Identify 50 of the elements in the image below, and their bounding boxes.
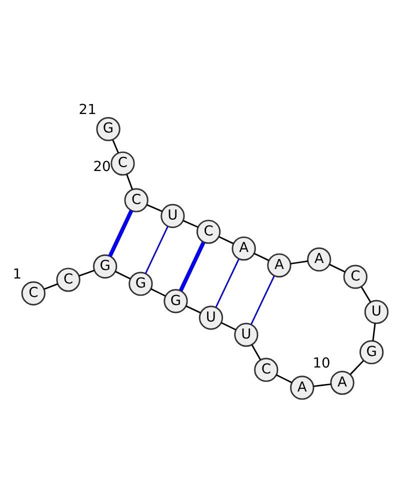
connector (215, 258, 240, 308)
connector (250, 275, 275, 324)
node-circle: C (21, 280, 46, 305)
node-circle: U (234, 322, 258, 346)
connector (115, 270, 130, 279)
connector (78, 269, 94, 276)
node-circle: A (330, 370, 354, 394)
node-label: 10 (312, 355, 330, 372)
connector (372, 322, 376, 340)
connector (329, 263, 346, 272)
node-circle: G (96, 116, 120, 141)
node-circle: C (196, 219, 221, 244)
connector (146, 204, 162, 212)
connector (186, 304, 201, 313)
connector (178, 241, 206, 291)
connector (144, 226, 168, 274)
connector (183, 220, 198, 228)
connector (218, 236, 234, 244)
node-circle: A (232, 236, 256, 260)
connector (290, 260, 308, 264)
node-circle: U (160, 203, 185, 228)
connector (254, 252, 270, 261)
node-label: 20 (93, 158, 111, 175)
node-circle: A (307, 246, 332, 272)
node-circle: A (267, 252, 292, 277)
connector (360, 286, 372, 302)
node-circle: C (124, 188, 148, 212)
connector (350, 360, 364, 374)
connector (108, 209, 134, 256)
connector (44, 282, 58, 290)
connector (251, 344, 262, 360)
node-label: 1 (12, 266, 22, 282)
connector (276, 374, 292, 383)
node-circle: C (254, 357, 278, 382)
connector (112, 139, 120, 153)
node-circle: G (359, 340, 384, 364)
node-circle: C (110, 150, 135, 176)
node-circle: G (93, 254, 118, 278)
node-circle: C (343, 264, 368, 288)
connector (313, 382, 332, 387)
node-circle: C (56, 267, 80, 292)
connector (150, 288, 166, 296)
node-circle: U (198, 305, 224, 330)
node-label: 21 (78, 101, 96, 118)
connector (126, 174, 134, 190)
node-circle: A (290, 375, 314, 400)
node-circle: G (128, 271, 153, 296)
connector (221, 322, 236, 330)
node-circle: G (164, 288, 188, 313)
node-circle: U (364, 299, 389, 324)
